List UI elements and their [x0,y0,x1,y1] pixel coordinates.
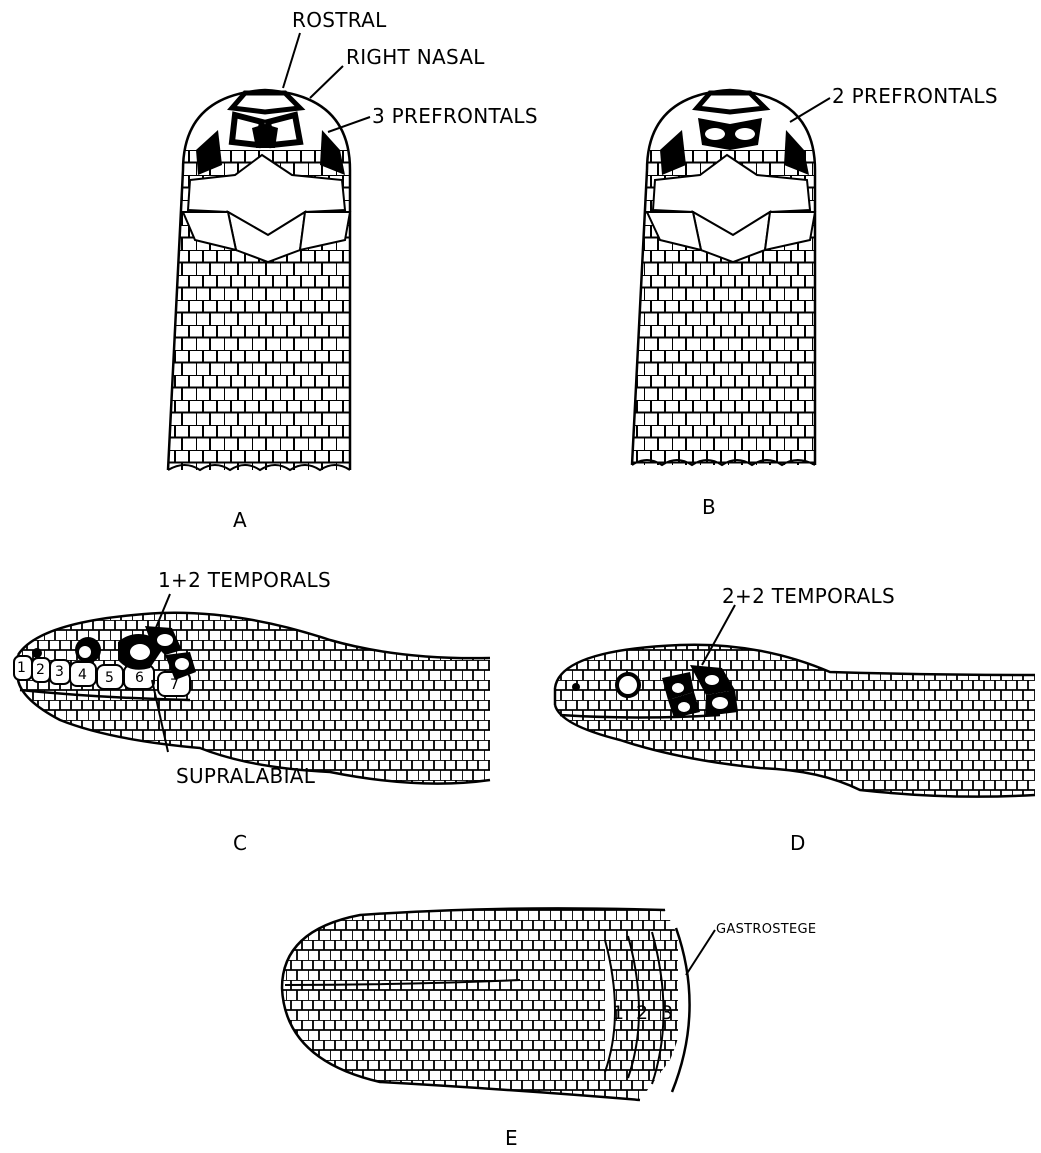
supralabial-number: 3 [55,665,64,679]
panel-label-b: B [702,497,716,517]
supralabial-number: 2 [36,663,45,677]
panel-label-e: E [505,1128,518,1148]
head-dorsal-b [625,90,830,480]
head-dorsal-a [160,33,370,480]
head-ventral-e [278,900,715,1110]
label-two-prefrontals: 2 PREFRONTALS [832,86,998,106]
supralabial-number: 5 [105,671,114,685]
supralabial-number: 7 [170,678,179,692]
label-temporals-1-2: 1+2 TEMPORALS [158,570,331,590]
label-gastrostege: GASTROSTEGE [716,923,816,936]
supralabial-number: 4 [78,668,87,682]
label-temporals-2-2: 2+2 TEMPORALS [722,586,895,606]
gastrostege-number: 2 [636,1004,648,1023]
label-right-nasal: RIGHT NASAL [346,47,485,67]
panel-label-a: A [233,510,247,530]
head-lateral-d [550,605,1040,805]
label-supralabial: SUPRALABIAL [176,766,315,786]
panel-label-d: D [790,833,805,853]
label-three-prefrontals: 3 PREFRONTALS [372,106,538,126]
label-rostral: ROSTRAL [292,10,387,30]
supralabial-number: 6 [135,671,144,685]
panel-label-c: C [233,833,247,853]
gastrostege-number: 3 [661,1004,673,1023]
supralabial-number: 1 [17,661,26,675]
gastrostege-number: 1 [612,1004,624,1023]
